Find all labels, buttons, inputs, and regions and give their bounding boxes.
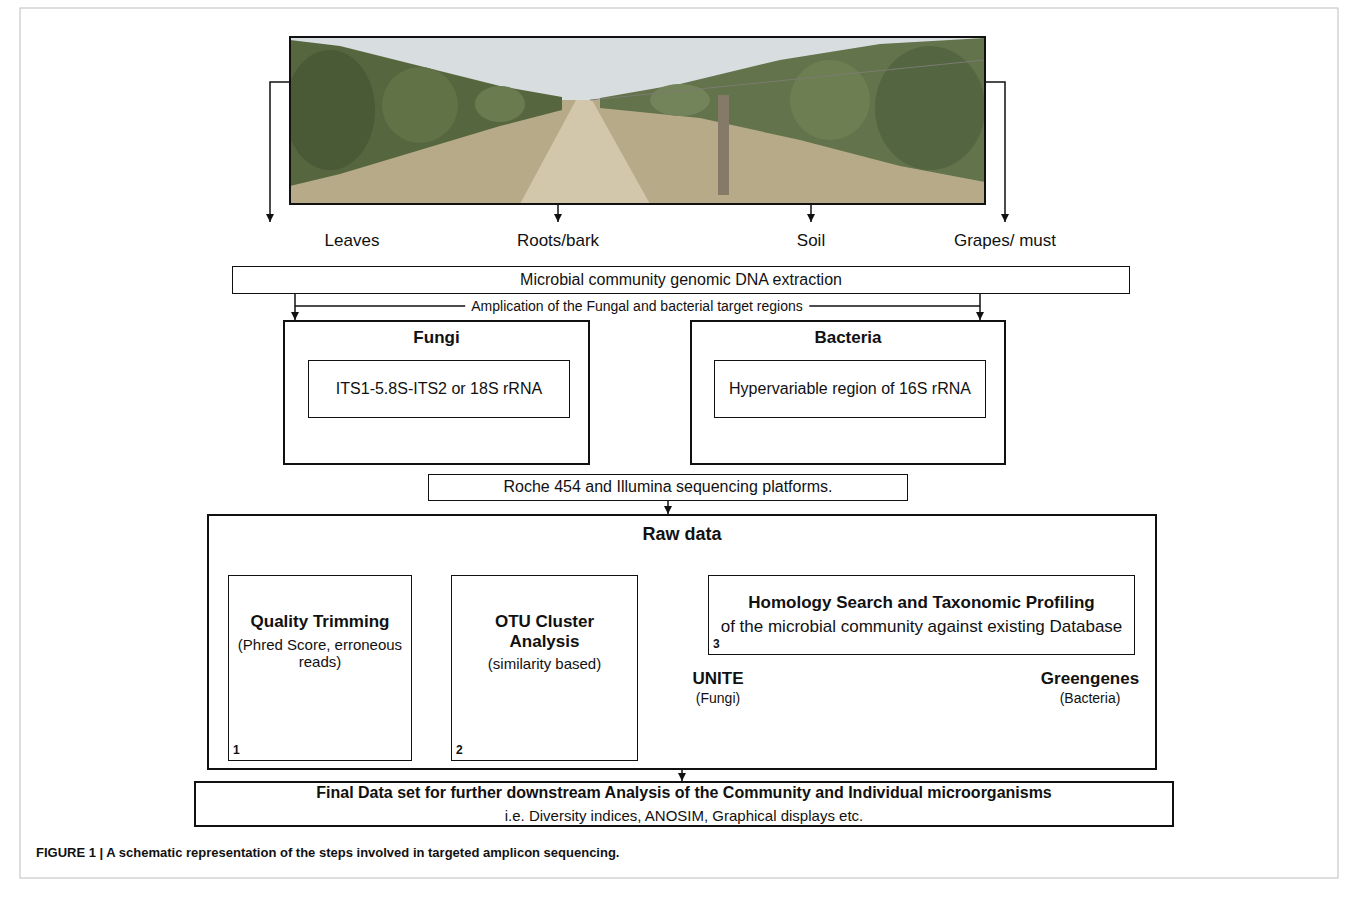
- box-title: Roche 454 and Illumina sequencing platfo…: [503, 478, 832, 496]
- flow-arrow: [979, 294, 981, 320]
- sample-arrow: [270, 82, 290, 222]
- database-label: Greengenes: [1041, 669, 1139, 689]
- sample-arrow: [810, 204, 812, 222]
- flow-arrow: [667, 501, 669, 514]
- foliage: [382, 67, 458, 143]
- process-box: Microbial community genomic DNA extracti…: [232, 266, 1130, 294]
- box-text: (similarity based): [488, 655, 601, 672]
- box-title: ITS1-5.8S-ITS2 or 18S rRNA: [336, 380, 542, 398]
- process-box: ITS1-5.8S-ITS2 or 18S rRNA: [308, 360, 570, 418]
- process-box: Hypervariable region of 16S rRNA: [714, 360, 986, 418]
- process-box: OTU Cluster Analysis (similarity based) 2: [451, 575, 638, 761]
- sample-arrow: [985, 82, 1005, 222]
- group-box: FungiITS1-5.8S-ITS2 or 18S rRNA: [283, 320, 590, 465]
- sample-label: Grapes/ must: [954, 231, 1056, 251]
- flow-arrow: [681, 770, 683, 781]
- box-title: Hypervariable region of 16S rRNA: [729, 380, 971, 398]
- group-box: Raw dataQuality Trimming (Phred Score, er…: [207, 514, 1157, 770]
- box-text: (Phred Score, erroneous reads): [237, 636, 403, 671]
- post: [718, 95, 729, 195]
- result-box: Final Data set for further downstream An…: [194, 781, 1174, 827]
- vineyard-photo: [290, 37, 985, 204]
- figure-caption: FIGURE 1 | A schematic representation of…: [36, 846, 1316, 861]
- foliage: [475, 86, 525, 122]
- sample-label: Roots/bark: [517, 231, 599, 251]
- box-title: Bacteria: [814, 328, 881, 348]
- database-note: (Fungi): [696, 690, 740, 706]
- process-box: Roche 454 and Illumina sequencing platfo…: [428, 474, 908, 501]
- box-text: of the microbial community against exist…: [721, 617, 1123, 637]
- sky: [290, 37, 985, 204]
- callout-number: 1: [233, 744, 240, 758]
- trellis-wire: [590, 60, 985, 100]
- box-title: Final Data set for further downstream An…: [316, 784, 1052, 802]
- box-title: Fungi: [413, 328, 459, 348]
- foliage: [875, 46, 985, 170]
- database-label: UNITE: [693, 669, 744, 689]
- process-box: Quality Trimming (Phred Score, erroneous …: [228, 575, 412, 761]
- box-title: Homology Search and Taxonomic Profiling: [748, 593, 1094, 613]
- callout-number: 2: [456, 744, 463, 758]
- figure-frame: [20, 8, 1338, 878]
- foliage: [290, 50, 375, 170]
- sample-label: Leaves: [325, 231, 380, 251]
- callout-number: 3: [713, 638, 720, 652]
- box-title: Raw data: [642, 524, 721, 545]
- sample-arrow: [557, 204, 559, 222]
- database-note: (Bacteria): [1060, 690, 1121, 706]
- box-text: i.e. Diversity indices, ANOSIM, Graphica…: [505, 807, 863, 824]
- process-box: Homology Search and Taxonomic Profiling o…: [708, 575, 1135, 655]
- flow-arrow: [294, 294, 296, 320]
- foliage: [790, 60, 870, 140]
- sample-label: Soil: [797, 231, 825, 251]
- box-title: OTU Cluster Analysis: [460, 612, 629, 651]
- group-box: BacteriaHypervariable region of 16S rRNA: [690, 320, 1006, 465]
- photo-border: [290, 37, 985, 204]
- box-title: Quality Trimming: [251, 612, 390, 632]
- box-title: Microbial community genomic DNA extracti…: [520, 271, 842, 289]
- vine-row: [600, 38, 985, 182]
- step-label: Amplication of the Fungal and bacterial …: [465, 298, 809, 314]
